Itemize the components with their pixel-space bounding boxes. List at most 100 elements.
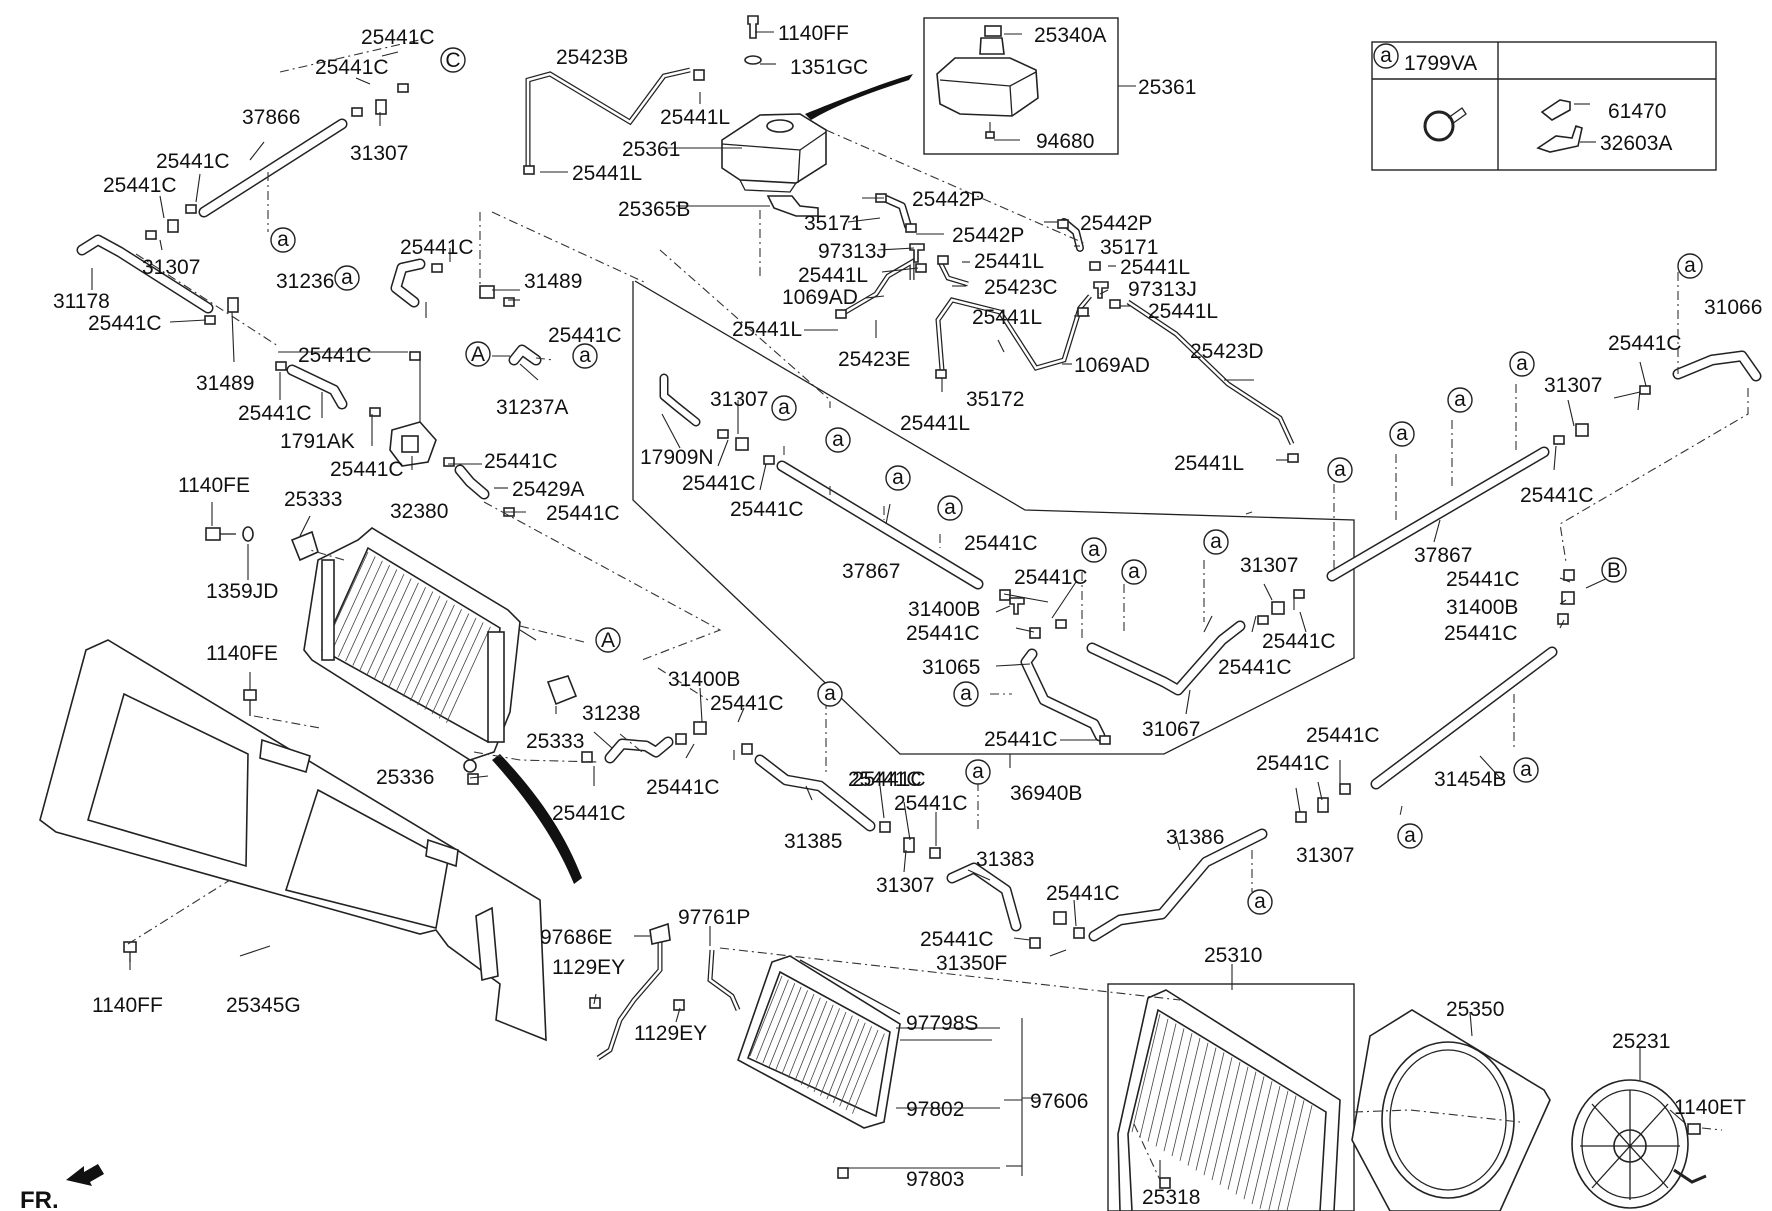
label-31307: 31307 — [142, 256, 200, 279]
lower-clamps — [581, 569, 1575, 949]
bolt-1140FE — [205, 527, 236, 541]
hose-31178 — [76, 234, 214, 314]
hose-31237A — [508, 344, 542, 366]
label-25336: 25336 — [376, 766, 434, 789]
svg-text:a: a — [1684, 254, 1696, 277]
label-1791AK: 1791AK — [280, 430, 355, 453]
radiator-main — [303, 527, 521, 773]
hose-25423C — [937, 260, 969, 287]
washer-1359JD — [242, 526, 254, 542]
reservoir-detail — [936, 25, 1039, 139]
label-36940B: 36940B — [1010, 782, 1082, 805]
label-1129EY: 1129EY — [552, 956, 625, 979]
label-25441C: 25441C — [984, 728, 1058, 751]
label-25441C: 25441C — [1218, 656, 1292, 679]
label-1140FE: 1140FE — [206, 642, 278, 665]
label-31066: 31066 — [1704, 296, 1762, 319]
label-25441C: 25441C — [920, 928, 994, 951]
bracket-61470-icon — [1540, 99, 1571, 121]
callout-a: a — [1327, 457, 1353, 483]
callout-a: a — [1677, 253, 1703, 279]
label-25441C: 25441C — [361, 26, 435, 49]
label-25441C: 25441C — [1256, 752, 1330, 775]
svg-text:a: a — [972, 760, 984, 783]
leader-lines — [91, 31, 1687, 1178]
label-25441C: 25441C — [682, 472, 756, 495]
reservoir-bracket — [766, 195, 819, 217]
hose-25423D — [1126, 299, 1295, 446]
label-97798S: 97798S — [906, 1012, 978, 1035]
hose-31067 — [1086, 620, 1246, 696]
label-31307: 31307 — [350, 142, 408, 165]
pipe-37867-b — [1326, 446, 1550, 582]
label-97803: 97803 — [906, 1168, 964, 1191]
label-25441C: 25441C — [1446, 568, 1520, 591]
svg-text:a: a — [1254, 890, 1266, 913]
label-25361: 25361 — [1138, 76, 1196, 99]
label-35171: 35171 — [804, 212, 862, 235]
label-25441L: 25441L — [1174, 452, 1244, 475]
label-25442P: 25442P — [1080, 212, 1152, 235]
svg-text:a: a — [824, 682, 836, 705]
label-25441C: 25441C — [400, 236, 474, 259]
label-25442P: 25442P — [952, 224, 1024, 247]
label-25441C: 25441C — [103, 174, 177, 197]
label-25441L: 25441L — [798, 264, 868, 287]
callout-a: a — [1397, 823, 1423, 849]
hose-31386 — [1088, 828, 1268, 942]
label-94680: 94680 — [1036, 130, 1094, 153]
label-31385: 31385 — [784, 830, 842, 853]
label-25441C: 25441C — [1520, 484, 1594, 507]
radiator-detail-box — [1107, 983, 1355, 1211]
hose-31238 — [604, 736, 674, 764]
label-32603A: 32603A — [1600, 132, 1672, 155]
hose-31454B — [1370, 646, 1558, 790]
label-1140FF: 1140FF — [778, 22, 849, 45]
callout-a: a — [1373, 43, 1399, 69]
label-35171: 35171 — [1100, 236, 1158, 259]
svg-text:A: A — [471, 343, 485, 366]
label-31386: 31386 — [1166, 826, 1224, 849]
label-31350F: 31350F — [936, 952, 1007, 975]
radiator-pointer-arrow — [492, 754, 582, 884]
label-25441L: 25441L — [900, 412, 970, 435]
hose-37866 — [198, 118, 348, 218]
label-25441C: 25441C — [298, 344, 372, 367]
svg-text:C: C — [445, 49, 460, 72]
hose-25423B — [525, 67, 691, 166]
label-25441C: 25441C — [1306, 724, 1380, 747]
svg-text:a: a — [1516, 352, 1528, 375]
label-25441C: 25441C — [548, 324, 622, 347]
callout-a: a — [1203, 529, 1229, 555]
svg-text:a: a — [960, 682, 972, 705]
label-25441C: 25441C — [852, 768, 926, 791]
label-25441C: 25441C — [546, 502, 620, 525]
label-25423C: 25423C — [984, 276, 1058, 299]
callout-A: A — [595, 627, 621, 653]
front-direction-arrow — [66, 1164, 104, 1186]
svg-text:a: a — [579, 344, 591, 367]
label-25441L: 25441L — [972, 306, 1042, 329]
callout-A: A — [465, 341, 491, 367]
label-31307: 31307 — [876, 874, 934, 897]
radiator-cap-25333 — [290, 530, 319, 562]
svg-text:a: a — [1380, 44, 1392, 67]
reservoir-pointer-arrow — [805, 74, 913, 120]
label-31065: 31065 — [922, 656, 980, 679]
callout-a: a — [1509, 351, 1535, 377]
callout-a: a — [1513, 757, 1539, 783]
label-25441C: 25441C — [730, 498, 804, 521]
hose-25429A — [454, 464, 490, 500]
label-25441C: 25441C — [88, 312, 162, 335]
hose-17909N — [659, 373, 701, 427]
callout-a: a — [953, 681, 979, 707]
callout-a: a — [937, 495, 963, 521]
svg-text:a: a — [1334, 458, 1346, 481]
label-31489: 31489 — [524, 270, 582, 293]
hose-kit-outline — [632, 280, 1355, 755]
kit-fittings — [717, 429, 1305, 745]
label-25441C: 25441C — [848, 768, 922, 791]
coolant-reservoir — [721, 113, 827, 193]
label-25423E: 25423E — [838, 348, 910, 371]
svg-text:a: a — [832, 428, 844, 451]
